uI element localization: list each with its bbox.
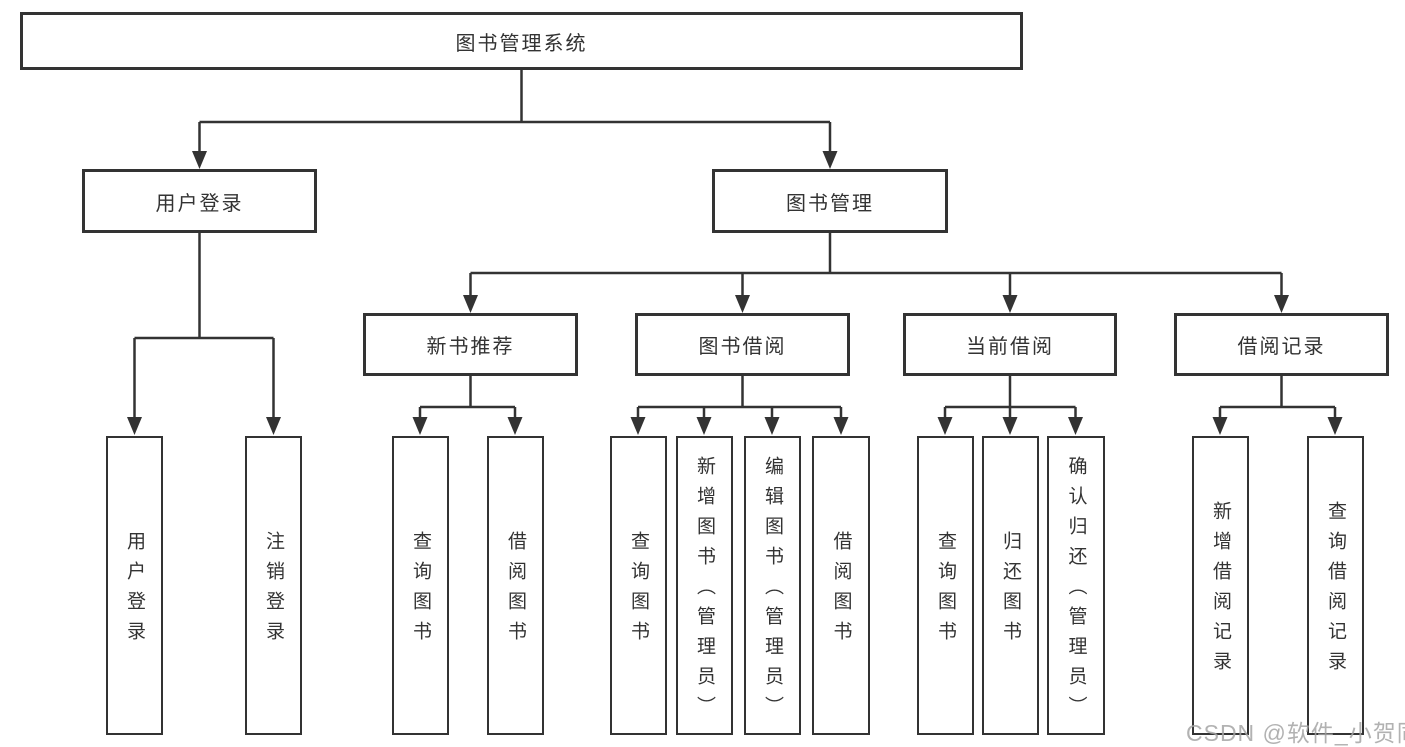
node-user-login: 用户登录 bbox=[82, 169, 317, 233]
node-book-borrowing: 图书借阅 bbox=[635, 313, 850, 376]
node-current-borrowing: 当前借阅 bbox=[903, 313, 1117, 376]
node-borrowing-records-label: 借阅记录 bbox=[1237, 336, 1326, 358]
arrowhead-icons bbox=[127, 151, 1343, 435]
leaf-query-books-recommend: 查询图书 bbox=[392, 436, 449, 735]
leaf-logout: 注销登录 bbox=[245, 436, 302, 735]
leaf-query-books-recommend-label: 查询图书 bbox=[410, 531, 431, 651]
leaf-add-book-admin-label: 新增图书（管理员） bbox=[694, 456, 715, 726]
leaf-borrow-books-recommend-label: 借阅图书 bbox=[505, 531, 526, 651]
node-root-label: 图书管理系统 bbox=[455, 32, 588, 55]
leaf-borrow-books-borrowing-label: 借阅图书 bbox=[830, 531, 852, 651]
node-current-borrowing-label: 当前借阅 bbox=[966, 336, 1054, 358]
leaf-confirm-return-admin: 确认归还（管理员） bbox=[1047, 436, 1105, 735]
leaf-query-books-borrowing: 查询图书 bbox=[610, 436, 667, 735]
watermark: CSDN @软件_小贺同学 bbox=[1186, 720, 1405, 746]
leaf-borrow-books-borrowing: 借阅图书 bbox=[812, 436, 870, 735]
leaf-query-books-borrowing-label: 查询图书 bbox=[628, 531, 649, 651]
leaf-query-books-current-label: 查询图书 bbox=[935, 531, 956, 651]
node-new-book-recommendation: 新书推荐 bbox=[363, 313, 578, 376]
leaf-user-login: 用户登录 bbox=[106, 436, 163, 735]
leaf-return-books-label: 归还图书 bbox=[1000, 531, 1021, 651]
leaf-query-borrow-record-label: 查询借阅记录 bbox=[1325, 501, 1346, 681]
leaf-edit-book-admin: 编辑图书（管理员） bbox=[744, 436, 801, 735]
leaf-add-borrow-record-label: 新增借阅记录 bbox=[1210, 501, 1231, 681]
leaf-query-books-current: 查询图书 bbox=[917, 436, 974, 735]
leaf-edit-book-admin-label: 编辑图书（管理员） bbox=[762, 456, 783, 726]
node-book-borrowing-label: 图书借阅 bbox=[698, 336, 787, 358]
node-book-management: 图书管理 bbox=[712, 169, 948, 233]
leaf-user-login-label: 用户登录 bbox=[124, 531, 145, 651]
leaf-borrow-books-recommend: 借阅图书 bbox=[487, 436, 544, 735]
node-borrowing-records: 借阅记录 bbox=[1174, 313, 1389, 376]
node-new-book-recommendation-label: 新书推荐 bbox=[426, 336, 515, 358]
node-user-login-label: 用户登录 bbox=[155, 192, 244, 215]
leaf-logout-label: 注销登录 bbox=[263, 531, 284, 651]
leaf-add-borrow-record: 新增借阅记录 bbox=[1192, 436, 1249, 735]
leaf-confirm-return-admin-label: 确认归还（管理员） bbox=[1065, 456, 1087, 726]
leaf-add-book-admin: 新增图书（管理员） bbox=[676, 436, 733, 735]
node-book-management-label: 图书管理 bbox=[786, 192, 874, 215]
leaf-return-books: 归还图书 bbox=[982, 436, 1039, 735]
node-root: 图书管理系统 bbox=[20, 12, 1023, 70]
leaf-query-borrow-record: 查询借阅记录 bbox=[1307, 436, 1364, 735]
